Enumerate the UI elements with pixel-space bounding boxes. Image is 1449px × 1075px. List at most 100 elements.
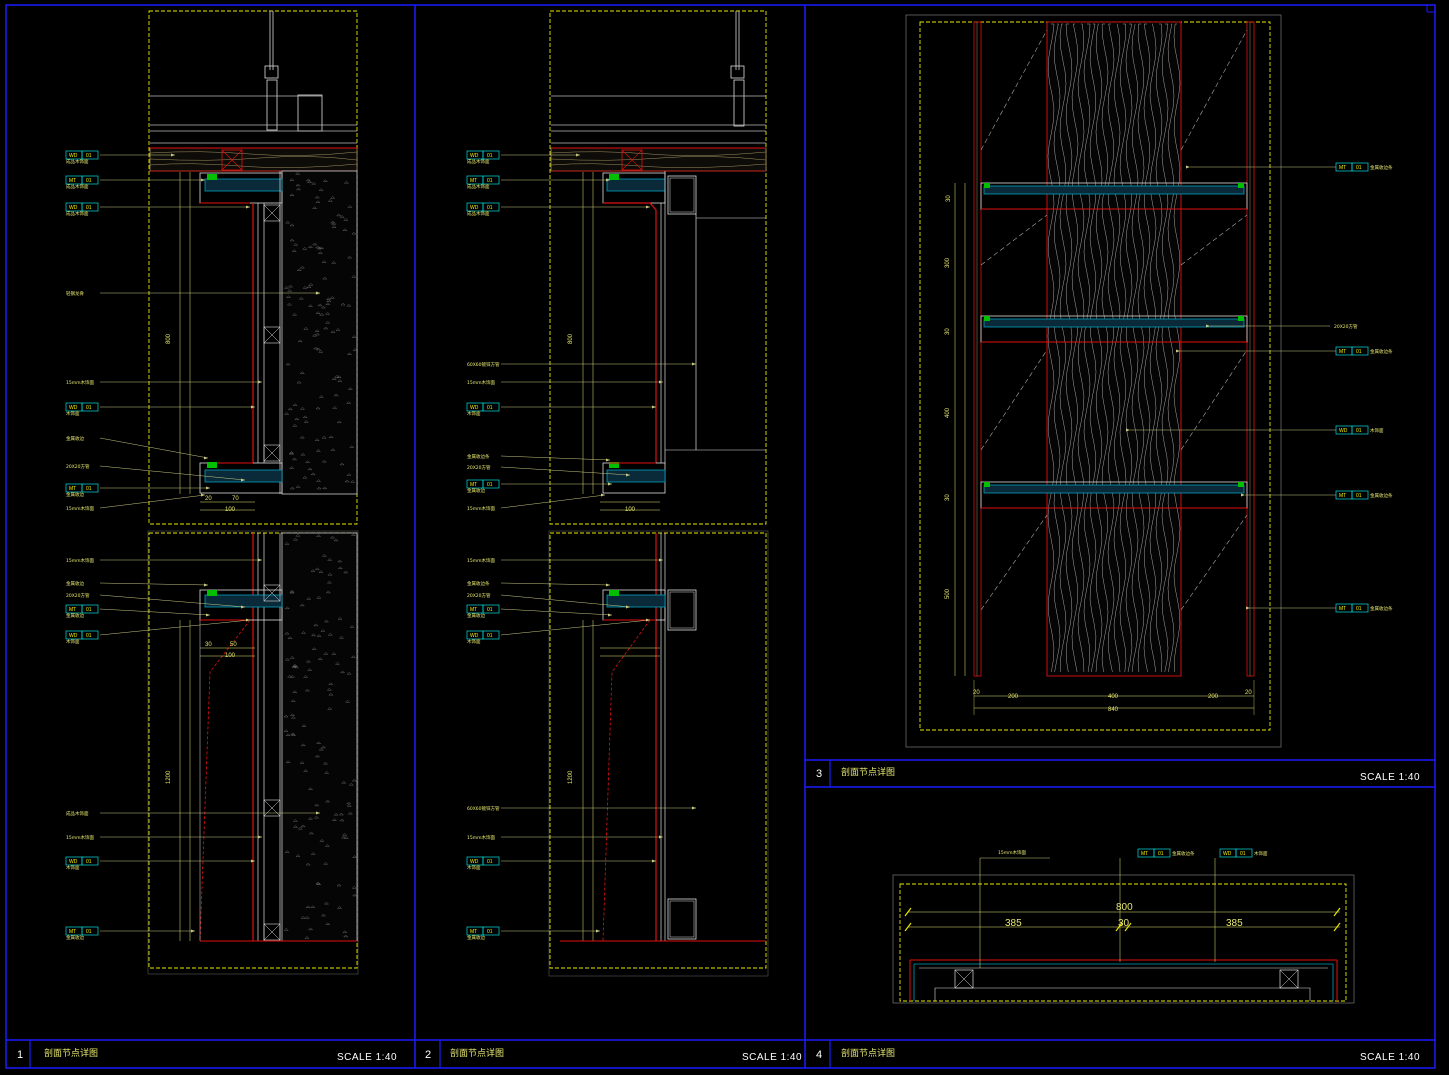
stone-hatch	[323, 652, 329, 655]
stone-hatch	[337, 906, 342, 909]
panel-number: 4	[816, 1049, 822, 1061]
stone-hatch	[303, 675, 309, 678]
svg-text:01: 01	[1356, 349, 1362, 355]
stone-hatch	[334, 375, 340, 378]
leader-line	[500, 466, 631, 476]
stone-hatch	[323, 761, 328, 765]
stone-hatch	[289, 451, 295, 454]
leader-arrow	[1206, 324, 1210, 328]
svg-text:400: 400	[1108, 694, 1119, 700]
material-note: 20X20方管	[66, 463, 90, 470]
stone-hatch	[306, 285, 312, 288]
stone-hatch	[325, 922, 331, 925]
stone-hatch	[351, 275, 357, 278]
stone-hatch	[308, 245, 313, 248]
stone-hatch	[314, 567, 320, 570]
svg-text:30: 30	[945, 328, 951, 335]
stone-hatch	[351, 778, 357, 782]
material-note: 木饰面	[66, 864, 80, 871]
material-note: 金属收边	[66, 934, 84, 941]
svg-text:MT: MT	[69, 607, 76, 613]
svg-text:MT: MT	[69, 929, 76, 935]
stone-hatch	[283, 729, 289, 732]
svg-text:800: 800	[1116, 902, 1133, 913]
stone-hatch	[292, 423, 298, 427]
stone-hatch	[343, 218, 349, 221]
stone-hatch	[290, 713, 295, 716]
stone-hatch	[326, 297, 331, 300]
stone-hatch	[303, 327, 309, 330]
stone-hatch	[287, 674, 293, 678]
stone-hatch	[305, 905, 311, 908]
svg-text:840: 840	[1108, 707, 1119, 713]
leader-arrow	[596, 929, 600, 933]
stone-hatch	[318, 570, 324, 573]
material-note: 金属收边	[467, 612, 485, 619]
leader-arrow	[201, 493, 205, 497]
stone-hatch	[322, 276, 328, 280]
material-note: 成品木饰面	[66, 810, 89, 817]
stone-hatch	[302, 475, 308, 479]
svg-text:200: 200	[1208, 694, 1219, 700]
stone-hatch	[314, 803, 320, 807]
stone-hatch	[312, 333, 317, 337]
title-bar-1: 1 剖面节点详图 SCALE 1:40	[17, 1040, 397, 1068]
stone-hatch	[316, 596, 322, 599]
stone-hatch	[331, 221, 337, 225]
svg-text:MT: MT	[1141, 851, 1148, 857]
panel-title: 剖面节点详图	[841, 766, 895, 778]
material-note: 金属收边	[66, 491, 84, 498]
stone-hatch	[328, 692, 334, 696]
stone-hatch	[295, 183, 301, 187]
title-bar-2: 2 剖面节点详图 SCALE 1:40	[425, 1040, 802, 1068]
stone-hatch	[300, 452, 306, 456]
stone-hatch	[284, 542, 290, 545]
svg-text:01: 01	[86, 178, 92, 184]
stone-hatch	[316, 534, 321, 537]
stone-hatch	[344, 479, 350, 483]
material-note: 木饰面	[1254, 850, 1268, 857]
stone-hatch	[319, 312, 325, 316]
svg-text:MT: MT	[1339, 349, 1346, 355]
material-note: 15mm木饰面	[66, 379, 94, 386]
leader-arrow	[1126, 428, 1130, 432]
svg-text:01: 01	[86, 607, 92, 613]
stone-hatch	[331, 261, 337, 264]
stone-hatch	[337, 559, 343, 563]
stone-hatch	[350, 655, 356, 658]
stone-hatch	[283, 714, 289, 718]
material-note: 成品木饰面	[66, 210, 89, 217]
stone-hatch	[313, 623, 319, 627]
stone-hatch	[351, 533, 356, 536]
leader-arrow	[606, 458, 610, 462]
stone-hatch	[287, 289, 293, 292]
material-note: 木饰面	[467, 410, 481, 417]
stone-hatch	[287, 407, 293, 410]
material-note: 金属收边	[467, 487, 485, 494]
stone-hatch	[317, 251, 323, 254]
material-note: 金属收边条	[1370, 164, 1393, 171]
stone-hatch	[317, 303, 323, 307]
stone-hatch	[330, 330, 336, 333]
stone-hatch	[295, 485, 301, 488]
leader-arrow	[316, 291, 320, 295]
leader-arrow	[204, 456, 208, 460]
svg-text:01: 01	[487, 205, 493, 211]
svg-text:100: 100	[625, 507, 636, 513]
stone-hatch	[337, 617, 343, 620]
stone-hatch	[316, 246, 322, 250]
material-note: 15mm木饰面	[467, 834, 495, 841]
stone-hatch	[321, 554, 327, 557]
stone-hatch	[326, 299, 332, 302]
svg-text:800: 800	[568, 333, 574, 344]
stone-hatch	[336, 420, 342, 423]
leader-arrow	[251, 859, 255, 863]
stone-hatch	[297, 339, 303, 342]
svg-text:WD: WD	[1339, 428, 1348, 434]
stone-hatch	[315, 332, 320, 336]
stone-hatch	[301, 631, 307, 634]
stone-hatch	[347, 255, 353, 259]
